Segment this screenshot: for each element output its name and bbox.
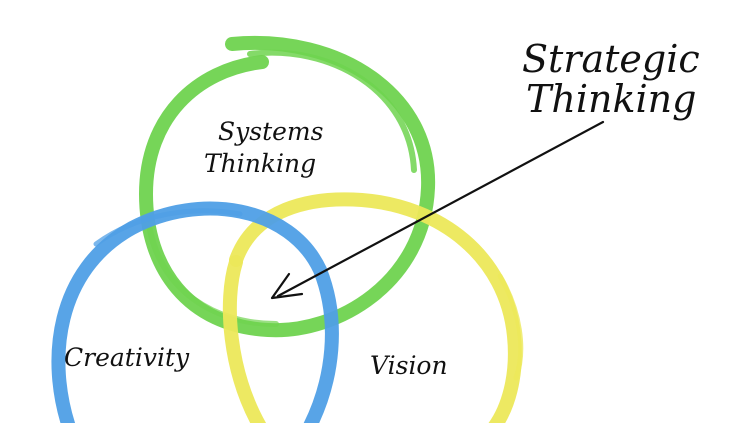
systems-thinking-label-line1: Systems (218, 117, 323, 146)
arrow (270, 120, 605, 300)
arrow-head (270, 272, 304, 300)
strategic-thinking-title-line2: Thinking (526, 77, 696, 121)
strategic-thinking-title-line1: Strategic (522, 37, 700, 81)
systems-thinking-label-line2: Thinking (204, 149, 316, 178)
arrow-shaft (276, 120, 605, 298)
creativity-label: Creativity (64, 343, 190, 372)
systems-thinking-circle (139, 35, 436, 338)
vision-label: Vision (370, 351, 448, 380)
creativity-circle (51, 201, 339, 423)
vision-circle (222, 192, 524, 423)
